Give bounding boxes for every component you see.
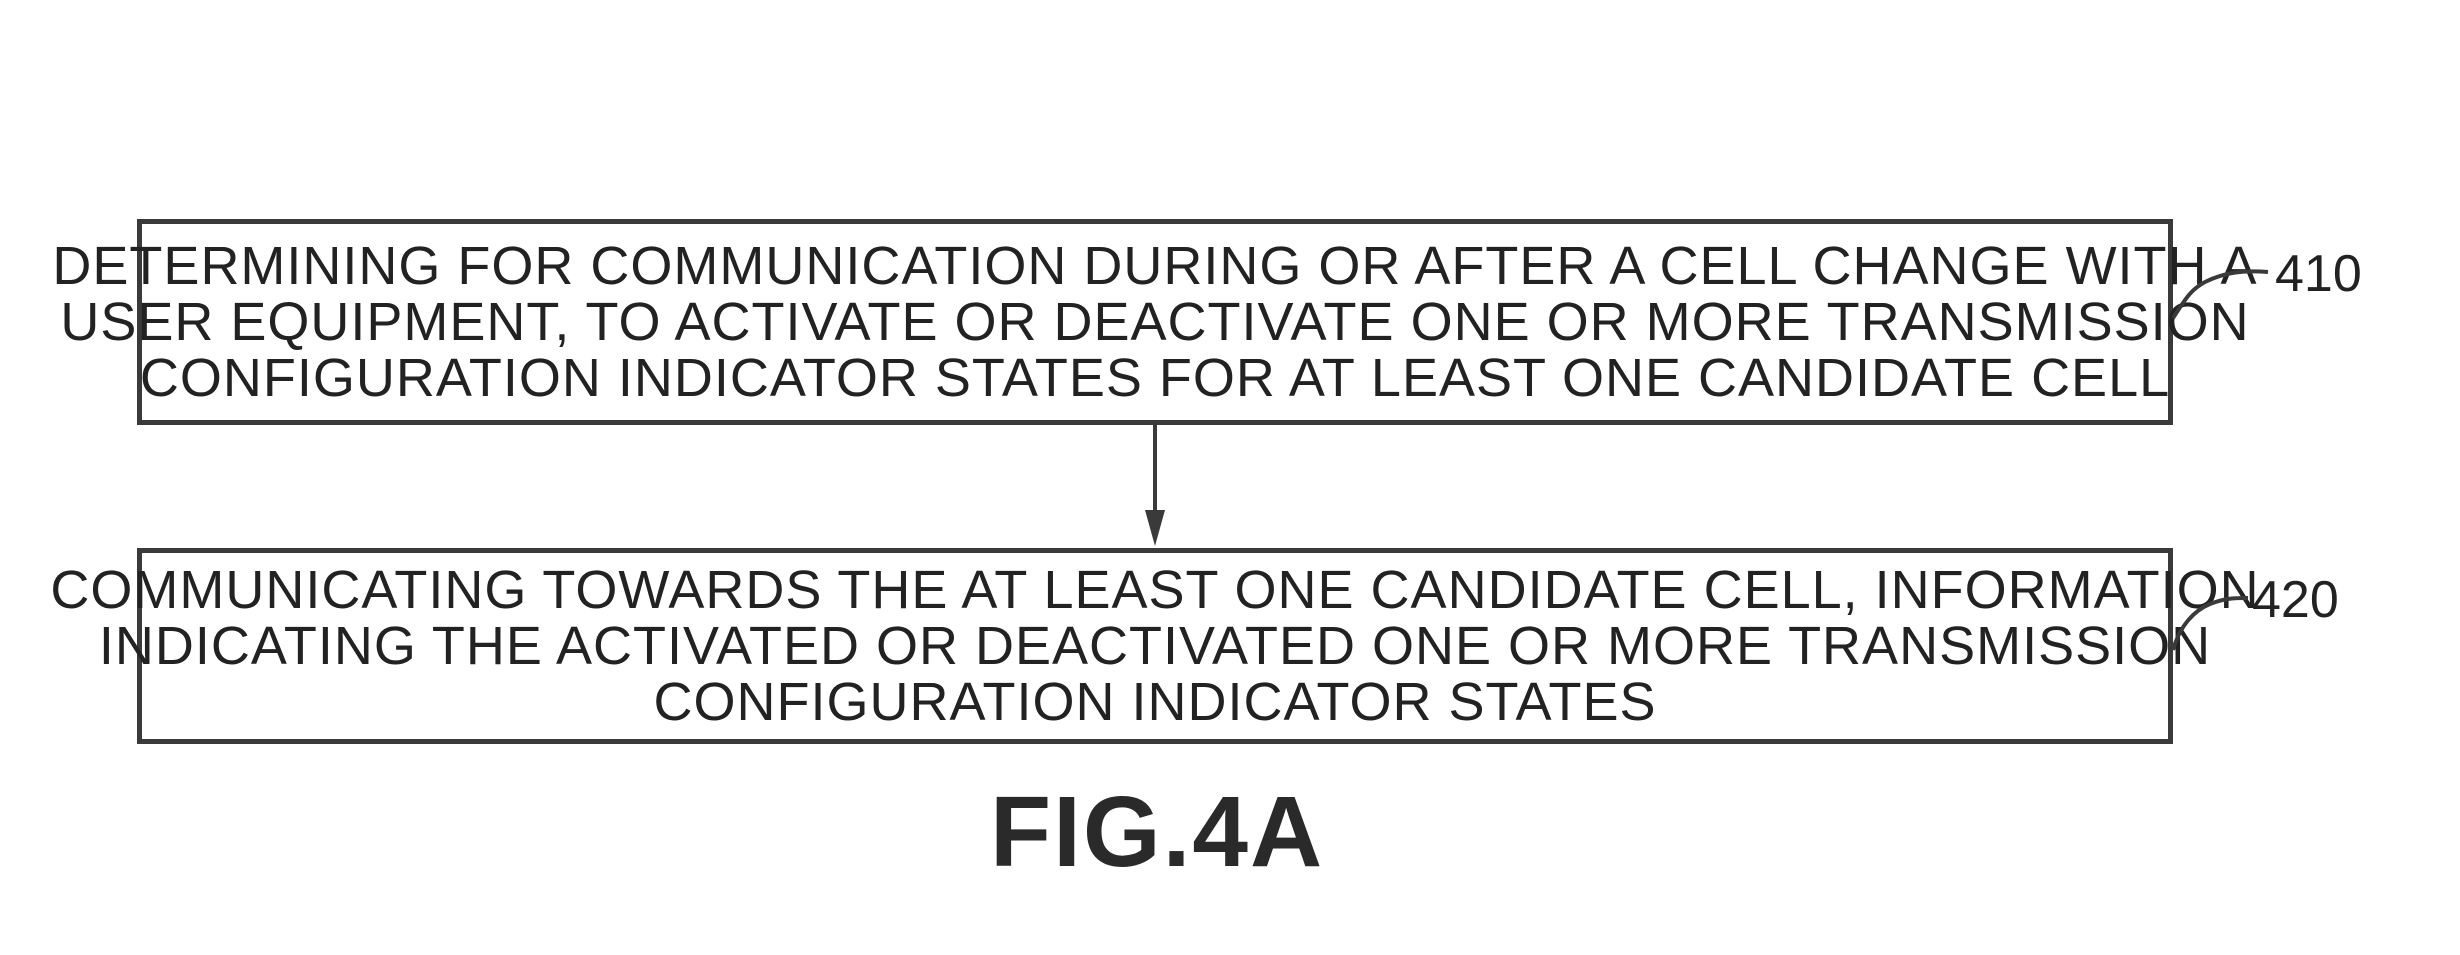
ref-420-leader [2171, 596, 2249, 651]
ref-410-leader [2171, 269, 2269, 320]
flow-step-420-box: COMMUNICATING TOWARDS THE AT LEAST ONE C… [50, 548, 2259, 744]
ref-numeral-410: 410 [2275, 245, 2362, 303]
step-420-line-3: CONFIGURATION INDICATOR STATES [653, 672, 1657, 732]
flow-step-410-box: DETERMINING FOR COMMUNICATION DURING OR … [52, 219, 2257, 425]
step-420-line-1: COMMUNICATING TOWARDS THE AT LEAST ONE C… [50, 560, 2260, 620]
ref-numeral-420: 420 [2252, 571, 2339, 629]
step-410-line-1: DETERMINING FOR COMMUNICATION DURING OR … [52, 236, 2258, 296]
step-420-line-2: INDICATING THE ACTIVATED OR DEACTIVATED … [98, 616, 2212, 676]
figure-label: FIG.4A [990, 776, 1325, 888]
step-410-line-2: USER EQUIPMENT, TO ACTIVATE OR DEACTIVAT… [60, 292, 2250, 352]
step-410-line-3: CONFIGURATION INDICATOR STATES FOR AT LE… [139, 348, 2171, 408]
flow-arrow-head [1145, 510, 1165, 546]
